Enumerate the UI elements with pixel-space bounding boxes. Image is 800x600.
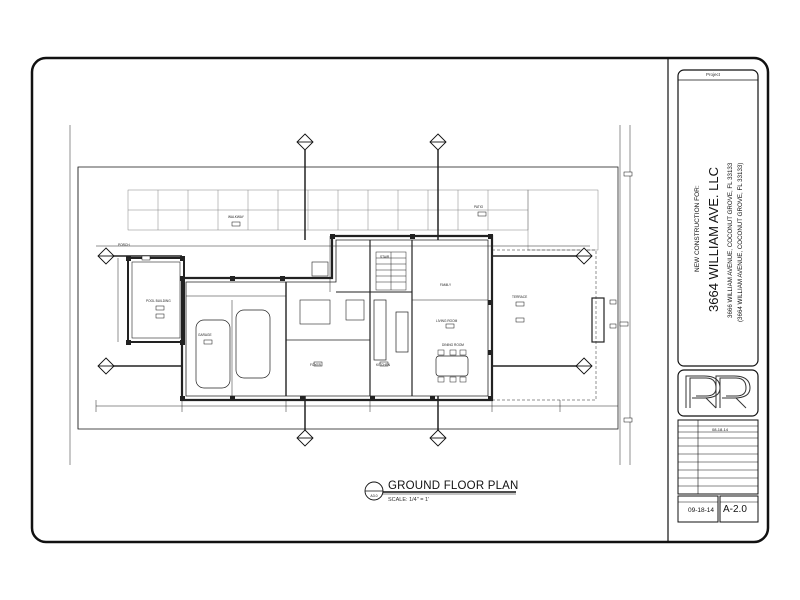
section-markers [97, 133, 593, 447]
room-labels: GARAGE POOL BUILDING FOYER KITCHEN LIVIN… [118, 205, 527, 367]
room-label: TERRACE [512, 295, 527, 299]
drawing-scale: SCALE: 1/4" = 1' [388, 497, 430, 503]
new-construction-label: NEW CONSTRUCTION FOR: [694, 185, 701, 272]
date-box [677, 495, 719, 523]
room-label: WALKWAY [228, 215, 245, 219]
revision-date: 08-18-14 [712, 427, 729, 432]
sheet-number: A-2.0 [723, 504, 747, 515]
title-block-frame [677, 69, 759, 367]
room-label: POOL BUILDING [146, 299, 171, 303]
room-label: FAMILY [440, 283, 452, 287]
address-line-2: (3664 WILLIAM AVENUE, COCONUT GROVE, FL … [737, 162, 744, 322]
drawing-title-marker: A3.0 [364, 481, 516, 501]
room-label: FOYER [310, 363, 322, 367]
room-label: STAIR [380, 255, 390, 259]
sheet-number-box [719, 495, 759, 523]
plan-tags [141, 171, 633, 423]
sheet-date: 09-18-14 [688, 507, 715, 514]
drawing-title: GROUND FLOOR PLAN [388, 480, 519, 492]
room-label: GARAGE [198, 333, 212, 337]
room-label: PORCH [118, 243, 130, 247]
room-label: LIVING ROOM [436, 319, 458, 323]
rr-logo [685, 375, 751, 409]
title-block-header: Project [706, 72, 721, 77]
client-name: 3664 WILLIAM AVE. LLC [706, 167, 721, 312]
room-label: PATIO [474, 205, 484, 209]
room-label: DINING ROOM [442, 343, 464, 347]
address-line-1: 3666 WILLIAM AVENUE, COCONUT GROVE, FL 3… [727, 162, 734, 318]
revision-table [677, 419, 759, 495]
floor-plan [69, 125, 631, 465]
room-label: KITCHEN [376, 363, 391, 367]
sheet-border [30, 56, 770, 544]
section-tag: A3.0 [370, 494, 377, 498]
logo-box [677, 369, 759, 417]
